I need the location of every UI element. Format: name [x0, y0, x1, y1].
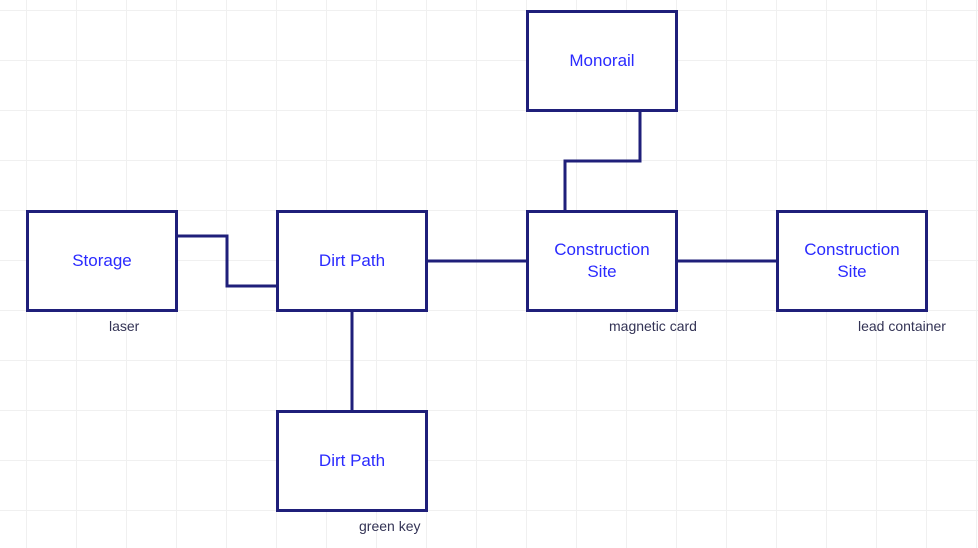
room-node-dirt-path-1[interactable]: Dirt Path [276, 210, 428, 312]
edge-construction-site-monorail [563, 111, 642, 211]
item-label-construction-site-1: magnetic card [609, 318, 697, 334]
room-label: Dirt Path [318, 251, 386, 270]
room-node-monorail[interactable]: Monorail [526, 10, 678, 112]
room-node-construction-site-1[interactable]: Construction Site [526, 210, 678, 312]
room-node-dirt-path-2[interactable]: Dirt Path [276, 410, 428, 512]
room-node-storage[interactable]: Storage [26, 210, 178, 312]
edge-storage-dirt-path [177, 234, 277, 288]
room-label: Dirt Path [318, 451, 386, 470]
item-label-storage: laser [109, 318, 140, 334]
room-label: Construction Site [804, 240, 900, 281]
item-label-construction-site-2: lead container [858, 318, 946, 334]
item-label-dirt-path-2: green key [359, 518, 421, 534]
room-label: Storage [72, 251, 132, 270]
room-label: Monorail [569, 51, 635, 70]
room-label: Construction Site [554, 240, 650, 281]
room-node-construction-site-2[interactable]: Construction Site [776, 210, 928, 312]
